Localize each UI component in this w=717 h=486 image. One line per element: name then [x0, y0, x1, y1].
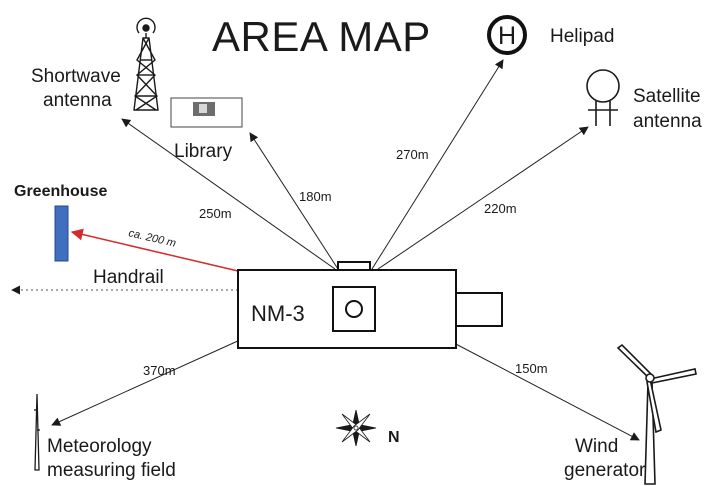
satellite-antenna-distance: 220m [484, 201, 517, 216]
shortwave-antenna-distance: 250m [199, 206, 232, 221]
route-library [249, 132, 339, 270]
compass-north-label: N [388, 429, 400, 446]
greenhouse-icon [54, 205, 69, 262]
wind-generator-label-2: generator [564, 460, 646, 481]
helipad-icon: H [487, 15, 527, 55]
helipad-label: Helipad [550, 26, 614, 47]
compass-rose-icon [335, 409, 377, 447]
route-wind-generator [451, 341, 640, 441]
station-building [237, 261, 503, 349]
station-core-icon [345, 300, 363, 318]
station-label: NM-3 [251, 301, 305, 326]
route-greenhouse [70, 228, 239, 272]
meteorology-mast-icon [34, 393, 40, 471]
wind-generator-distance: 150m [515, 361, 548, 376]
route-shortwave-antenna [121, 118, 336, 270]
wind-turbine-icon [616, 343, 697, 485]
shortwave-antenna-icon [133, 17, 159, 111]
route-meteorology-field [51, 339, 241, 426]
route-helipad [371, 59, 504, 270]
meteorology-label-2: measuring field [47, 460, 176, 481]
handrail-label: Handrail [93, 267, 164, 288]
library-icon [170, 97, 243, 128]
greenhouse-label: Greenhouse [14, 183, 107, 200]
shortwave-antenna-label-2: antenna [43, 90, 112, 111]
meteorology-label-1: Meteorology [47, 436, 152, 457]
wind-generator-label-1: Wind [575, 436, 618, 457]
svg-text:H: H [498, 22, 516, 50]
satellite-antenna-icon [586, 69, 620, 126]
helipad-distance: 270m [396, 147, 429, 162]
library-label: Library [174, 141, 233, 162]
shortwave-antenna-label-1: Shortwave [31, 66, 121, 87]
route-satellite-antenna [377, 126, 589, 270]
meteorology-distance: 370m [143, 363, 176, 378]
library-distance: 180m [299, 189, 332, 204]
satellite-antenna-label-2: antenna [633, 111, 702, 132]
map-title: AREA MAP [212, 13, 431, 60]
satellite-antenna-label-1: Satellite [633, 86, 701, 107]
